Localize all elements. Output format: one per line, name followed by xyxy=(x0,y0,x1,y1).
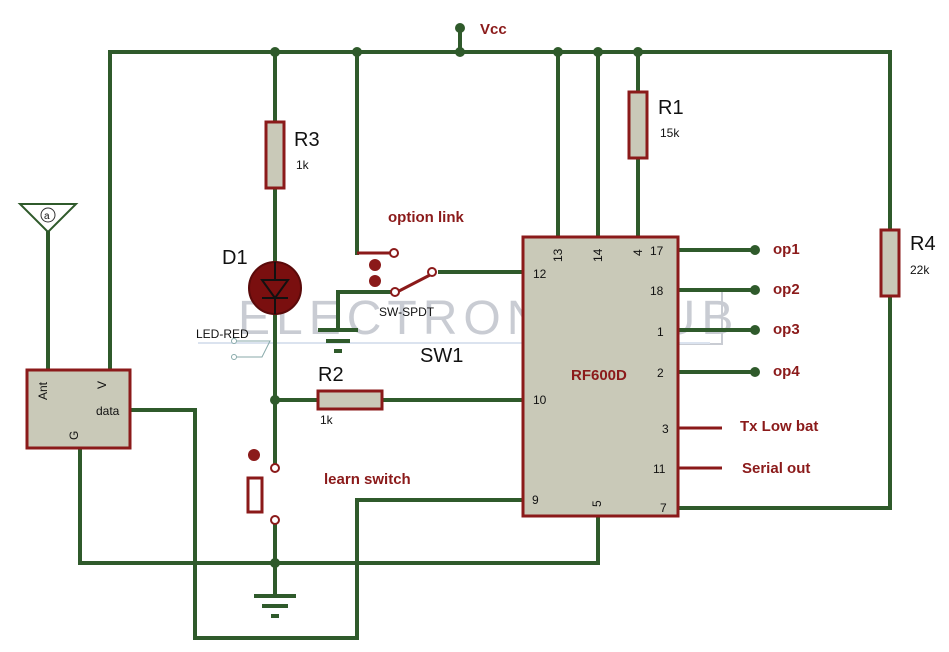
wire-ground xyxy=(78,446,600,565)
labels: Vcc R3 1k R1 15k R4 22k R2 1k D1 LED-RED… xyxy=(196,21,936,488)
resistor-r2 xyxy=(316,389,384,411)
ic-pin-2: 2 xyxy=(657,366,664,380)
wire-data xyxy=(126,408,524,640)
ground-icon xyxy=(254,594,296,618)
ic-pin-9: 9 xyxy=(532,493,539,507)
receiver-body xyxy=(25,368,132,450)
ground-icon xyxy=(318,328,358,353)
ic-pin-1: 1 xyxy=(657,325,664,339)
tx-low-bat-label: Tx Low bat xyxy=(740,418,818,435)
r3-value: 1k xyxy=(296,158,310,172)
switch-button-down-icon xyxy=(369,275,381,287)
ic-body xyxy=(521,235,680,518)
ic-pin-3: 3 xyxy=(662,422,669,436)
junction-dot xyxy=(270,47,280,57)
ic-rf600d: 13 14 4 17 18 1 2 3 11 7 12 10 9 5 RF600… xyxy=(521,235,722,518)
output-labels: op1 op2 op3 op4 Tx Low bat Serial out xyxy=(740,241,818,477)
vcc-terminal xyxy=(455,23,465,33)
junction-dot xyxy=(270,558,280,568)
serial-out-label: Serial out xyxy=(742,460,810,477)
ic-pin-18: 18 xyxy=(650,284,664,298)
receiver-pin-g: G xyxy=(67,431,81,440)
ic-pin-12: 12 xyxy=(533,267,547,281)
wire-sw-ground xyxy=(336,290,397,332)
sw1-label: SW1 xyxy=(420,345,463,367)
op1-label: op1 xyxy=(773,241,800,258)
d1-type: LED-RED xyxy=(196,327,249,341)
learn-push-switch xyxy=(246,449,280,525)
resistor-r3 xyxy=(264,120,286,190)
junction-dot xyxy=(633,47,643,57)
ic-pin-4: 4 xyxy=(631,249,645,256)
sw1-type: SW-SPDT xyxy=(379,305,435,319)
switch-button-up-icon xyxy=(369,259,381,271)
led-d1 xyxy=(231,261,302,360)
receiver-pin-v: V xyxy=(95,381,109,389)
ic-pin-10: 10 xyxy=(533,393,547,407)
ic-pin-13: 13 xyxy=(551,248,565,262)
ic-pin-7: 7 xyxy=(660,501,667,515)
op3-label: op3 xyxy=(773,321,800,338)
ic-pin-17: 17 xyxy=(650,244,664,258)
r2-value: 1k xyxy=(320,413,334,427)
resistor-r1 xyxy=(627,90,649,160)
resistor-r4 xyxy=(879,228,901,298)
junction-dot xyxy=(270,395,280,405)
antenna-icon: a xyxy=(17,203,79,234)
wire-r4-pin7 xyxy=(676,294,892,510)
op4-label: op4 xyxy=(773,363,800,380)
ic-pin-14: 14 xyxy=(591,248,605,262)
op2-label: op2 xyxy=(773,281,800,298)
junction-dot xyxy=(553,47,563,57)
d1-label: D1 xyxy=(222,247,248,269)
output-terminal xyxy=(750,367,760,377)
output-terminal xyxy=(750,245,760,255)
r2-label: R2 xyxy=(318,364,344,386)
r1-value: 15k xyxy=(660,126,680,140)
learn-switch-label: learn switch xyxy=(324,471,411,488)
ic-pin-5: 5 xyxy=(590,500,604,507)
output-terminal xyxy=(750,285,760,295)
r3-label: R3 xyxy=(294,129,320,151)
junctions xyxy=(270,23,760,568)
option-link-label: option link xyxy=(388,209,464,226)
switch-sw1 xyxy=(357,248,437,297)
r4-value: 22k xyxy=(910,263,930,277)
output-terminal xyxy=(750,325,760,335)
junction-dot xyxy=(593,47,603,57)
vcc-label: Vcc xyxy=(480,21,507,38)
r4-label: R4 xyxy=(910,233,936,255)
receiver-pin-ant: Ant xyxy=(36,381,50,400)
push-button-icon xyxy=(248,449,260,461)
junction-dot xyxy=(455,47,465,57)
r1-label: R1 xyxy=(658,97,684,119)
receiver-module: Ant V data G xyxy=(25,368,132,450)
ic-pin-11: 11 xyxy=(653,462,666,476)
antenna-label: a xyxy=(44,211,50,222)
receiver-pin-data: data xyxy=(96,404,120,418)
junction-dot xyxy=(352,47,362,57)
ic-name: RF600D xyxy=(571,367,627,384)
